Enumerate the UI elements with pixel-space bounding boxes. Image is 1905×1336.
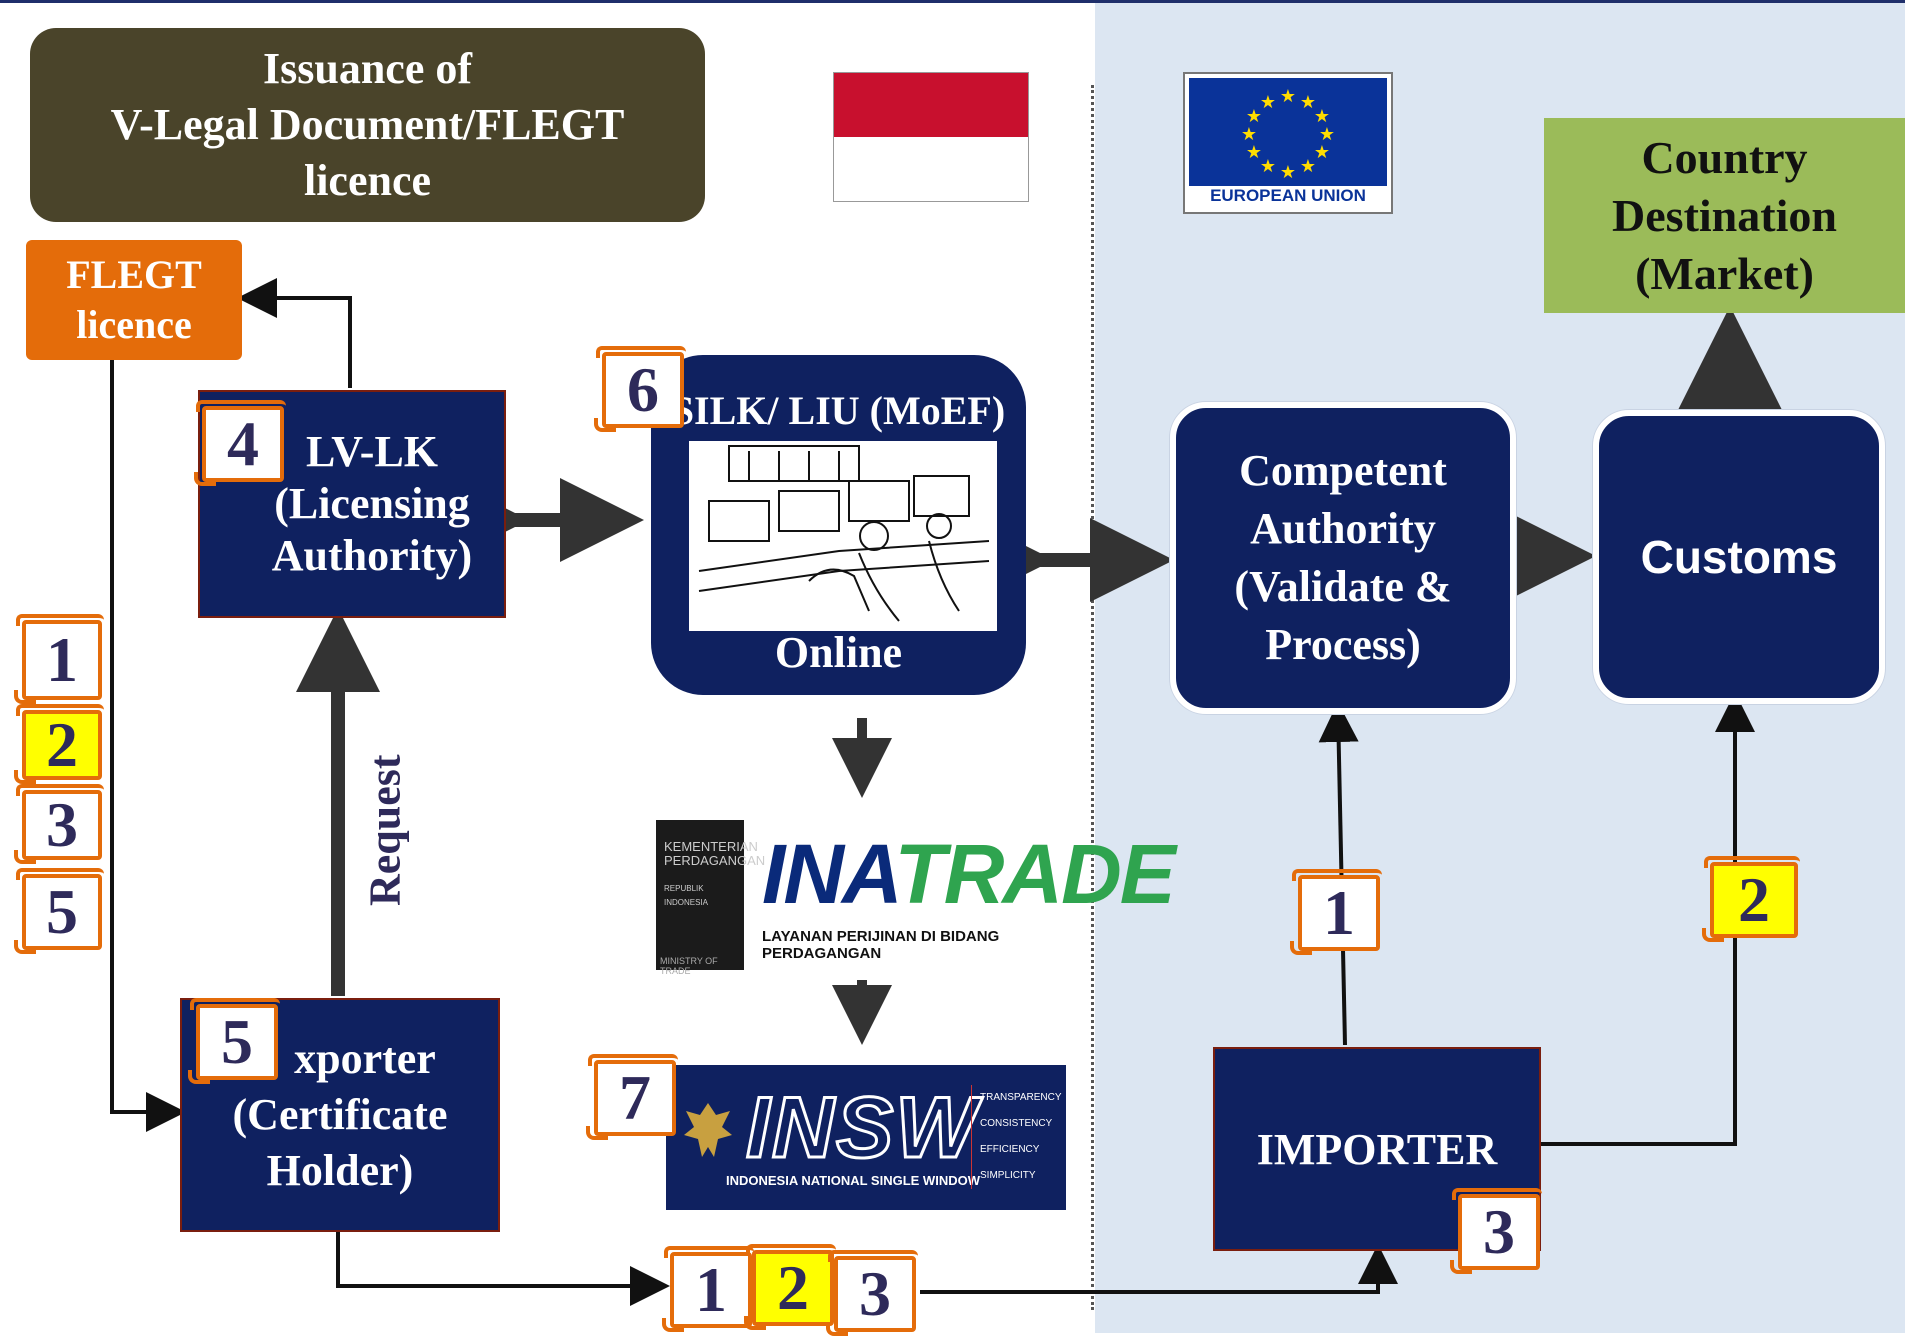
eu-flag-icon: ★★★ ★★★ ★★★ ★★★ EUROPEAN UNION [1183,72,1393,214]
svg-text:★: ★ [1280,162,1296,183]
document-scroll-5: 5 [14,868,104,954]
svg-text:★: ★ [1246,142,1262,163]
lvlk-to-flegt-arrow [237,278,352,388]
svg-text:★: ★ [1260,156,1276,177]
flegt-line-1: FLEGT [66,252,202,297]
exporter-docs-arrow [336,1230,670,1306]
svg-text:★: ★ [1300,92,1316,113]
inatrade-subtitle: LAYANAN PERIJINAN DI BIDANG PERDAGANGAN [762,928,1000,962]
inatrade-logo: KEMENTERIAN PERDAGANGAN REPUBLIK INDONES… [656,820,1176,976]
exporter-line-3: Holder) [266,1146,414,1195]
border-divider [1091,85,1094,1310]
kementerian-text: KEMENTERIAN PERDAGANGAN [664,839,766,868]
svg-text:★: ★ [1300,156,1316,177]
top-border [0,0,1905,3]
competent-authority-box: Competent Authority (Validate & Process) [1170,402,1516,714]
insw-step-badge: 7 [586,1054,678,1140]
document-scroll-2: 2 [14,704,104,784]
competent-line-4: Process) [1265,620,1421,669]
svg-text:★: ★ [1246,106,1262,127]
svg-text:★: ★ [1314,106,1330,127]
ministry-of-trade-text: MINISTRY OF TRADE [660,956,718,976]
country-line-3: (Market) [1635,247,1814,299]
title-line-3: licence [303,156,432,205]
insw-subtitle: INDONESIA NATIONAL SINGLE WINDOW [726,1173,980,1188]
eu-flag-label: EUROPEAN UNION [1210,186,1366,205]
country-destination-box: Country Destination (Market) [1544,118,1905,313]
importer-label: IMPORTER [1256,1124,1498,1174]
garuda-icon [684,1103,732,1157]
ministry-emblem: KEMENTERIAN PERDAGANGAN REPUBLIK INDONES… [656,820,766,976]
eu-stars-icon: ★★★ ★★★ ★★★ ★★★ [1241,86,1335,183]
lvlk-line-1: LV-LK [305,427,439,476]
importer-step-badge: 3 [1450,1188,1542,1274]
customs-box: Customs [1593,410,1885,704]
inatrade-wordmark: INATRADE [762,827,1176,921]
country-line-2: Destination [1612,189,1837,241]
insw-value: CONSISTENCY [980,1118,1053,1129]
lvlk-line-2: (Licensing [274,479,470,528]
request-label: Request [360,754,410,906]
exporter-step-badge: 5 [188,998,280,1084]
silk-title: SILK/ LIU (MoEF) [671,388,1006,433]
competent-line-2: Authority [1250,504,1436,553]
lvlk-step-badge: 4 [194,400,286,486]
competent-doc-scroll: 1 [1290,869,1382,955]
svg-text:★: ★ [1241,124,1257,145]
diagram-title: Issuance of V-Legal Document/FLEGT licen… [30,28,705,222]
svg-text:★: ★ [1319,124,1335,145]
export-doc-scroll-1: 1 [662,1246,754,1332]
silk-online-label: Online [774,628,903,677]
republik-text: REPUBLIK INDONESIA [664,884,709,907]
docs-importer-arrow [920,1244,1398,1294]
flegt-licence-box: FLEGT licence [26,240,242,360]
title-line-2: V-Legal Document/FLEGT [110,100,625,149]
document-scroll-1: 1 [14,614,104,704]
country-line-1: Country [1641,131,1808,183]
operators-at-computers-icon [689,441,997,631]
export-doc-scroll-3: 3 [826,1250,918,1336]
insw-values: TRANSPARENCY CONSISTENCY EFFICIENCY SIMP… [971,1085,1062,1189]
competent-line-1: Competent [1239,446,1447,495]
exporter-line-2: (Certificate [232,1090,448,1139]
importer-customs-arrow [1538,692,1755,1146]
insw-value: SIMPLICITY [980,1170,1036,1181]
indonesia-flag-icon [833,72,1029,202]
svg-text:★: ★ [1314,142,1330,163]
insw-wordmark: INSW [745,1079,979,1178]
customs-doc-scroll: 2 [1702,856,1800,942]
insw-logo: INSW INDONESIA NATIONAL SINGLE WINDOW TR… [666,1065,1066,1210]
competent-line-3: (Validate & [1234,562,1452,611]
title-line-1: Issuance of [262,44,473,93]
document-scroll-3: 3 [14,784,104,864]
exporter-line-1: xporter [294,1034,436,1083]
insw-value: EFFICIENCY [980,1144,1040,1155]
flegt-to-exporter-arrow [110,360,186,1132]
flegt-line-2: licence [76,302,192,347]
svg-text:★: ★ [1260,92,1276,113]
silk-liu-box: SILK/ LIU (MoEF) Online [651,355,1026,695]
silk-step-badge: 6 [594,346,686,432]
lvlk-line-3: Authority) [271,531,473,580]
svg-text:★: ★ [1280,86,1296,107]
export-doc-scroll-2: 2 [744,1244,836,1330]
insw-value: TRANSPARENCY [980,1092,1062,1103]
customs-label: Customs [1640,531,1838,583]
